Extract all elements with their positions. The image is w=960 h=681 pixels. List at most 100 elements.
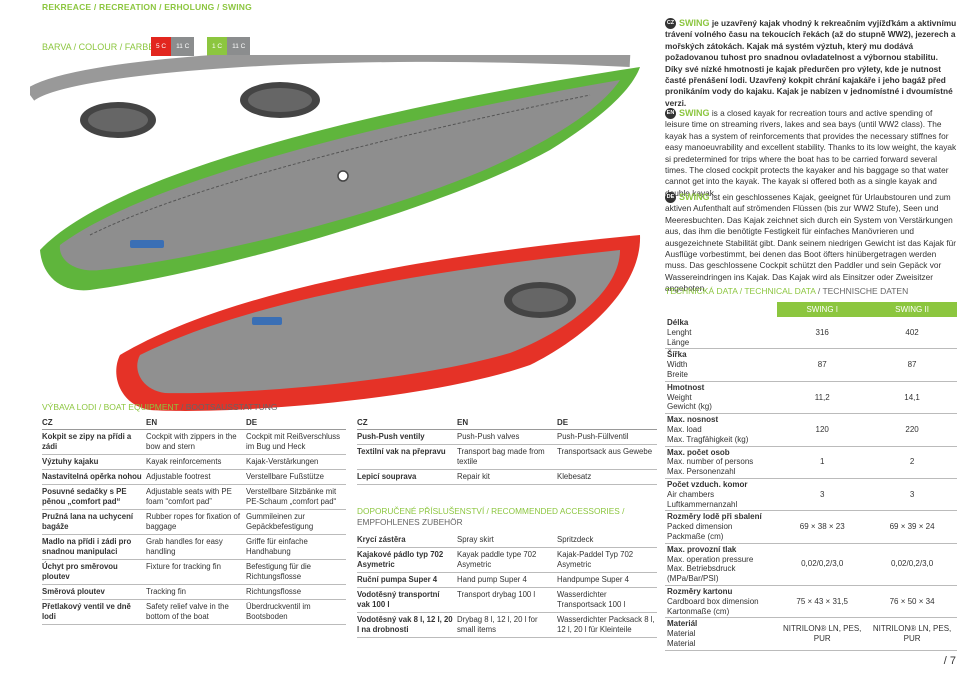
tech-value-swing-1: 120	[777, 413, 868, 447]
item-de: Push-Push-Füllventil	[557, 429, 657, 445]
tech-label-l3: Max. Betriebsdruck (MPa/Bar/PSI)	[667, 564, 736, 584]
item-en: Tracking fin	[146, 584, 246, 600]
col-cz-2: CZ	[357, 416, 457, 430]
tech-label-l1: Max. nosnost	[667, 415, 719, 425]
item-de: Richtungsflosse	[246, 584, 346, 600]
tech-value-swing-2: 76 × 50 × 34	[867, 585, 957, 619]
item-cz: Textilní vak na přepravu	[357, 444, 457, 470]
item-de: Gummileinen zur Gepäckbefestigung	[246, 509, 346, 535]
tech-label-l3: Packmaße (cm)	[667, 531, 724, 541]
item-en: Hand pump Super 4	[457, 572, 557, 588]
tech-title-main: TECHNICKÁ DATA / TECHNICAL DATA	[665, 286, 816, 296]
tech-label-l1: Počet vzduch. komor	[667, 479, 748, 489]
item-cz: Kajakové pádlo typ 702 Asymetric	[357, 547, 457, 573]
item-cz: Krycí zástěra	[357, 533, 457, 548]
item-en: Adjustable footrest	[146, 469, 246, 485]
item-cz: Nastavitelná opěrka nohou	[42, 469, 146, 485]
item-cz: Push-Push ventily	[357, 429, 457, 445]
tech-label-l1: Hmotnost	[667, 382, 705, 392]
item-cz: Přetlakový ventil ve dně lodi	[42, 599, 146, 625]
item-de: Wasserdichter Packsack 8 l, 12 l, 20 l f…	[557, 612, 657, 638]
item-en: Spray skirt	[457, 533, 557, 548]
tech-label-l1: Max. provozní tlak	[667, 544, 737, 554]
de-badge: DE	[665, 192, 676, 204]
col-cz: CZ	[42, 416, 146, 430]
tech-label-l1: Rozměry lodě při sbalení	[667, 512, 762, 522]
tech-value-swing-2: 2	[867, 446, 957, 479]
accessory-row: Vodotěsný vak 8 l, 12 l, 20 l na drobnos…	[357, 612, 657, 638]
tech-data-title: TECHNICKÁ DATA / TECHNICAL DATA / TECHNI…	[665, 286, 908, 296]
tech-label-l1: Délka	[667, 318, 689, 327]
swatch-grey-code-2: 11 C	[227, 37, 251, 56]
item-de: Wasserdichter Transportsack 100 l	[557, 587, 657, 613]
accessories-title-main: DOPORUČENÉ PŘÍSLUŠENSTVÍ / RECOMMENDED A…	[357, 506, 625, 516]
item-cz: Vodotěsný vak 8 l, 12 l, 20 l na drobnos…	[357, 612, 457, 638]
tech-value-swing-1: 316	[777, 317, 868, 350]
tech-label-l3: Luftkammernanzahl	[667, 499, 738, 509]
accessories-title-de: EMPFOHLENES ZUBEHÖR	[357, 516, 463, 527]
item-cz: Ruční pumpa Super 4	[357, 572, 457, 588]
swatch-red-code: 5 C	[151, 37, 172, 56]
item-en: Transport bag made from textile	[457, 444, 557, 470]
tech-label-l2: Lenght	[667, 327, 692, 337]
tech-value-swing-1: NITRILON® LN, PES, PUR	[777, 617, 868, 651]
item-cz: Úchyt pro směrovou ploutev	[42, 559, 146, 585]
col-de-2: DE	[557, 416, 657, 430]
tech-value-swing-1: 87	[777, 348, 868, 382]
de-product-name: SWING	[679, 192, 710, 202]
item-de: Cockpit mit Reißverschluss im Bug und He…	[246, 429, 346, 455]
tech-label-l1: Šířka	[667, 350, 687, 360]
item-de: Kajak-Paddel Typ 702 Asymetric	[557, 547, 657, 573]
en-badge: EN	[665, 108, 676, 120]
equipment-row: Posuvné sedačky s PE pěnou „comfort pad“…	[42, 484, 346, 510]
swatch-green-code: 1 C	[207, 37, 228, 56]
kayak-illustration	[30, 55, 641, 411]
tech-label-l2: Cardboard box dimension	[667, 596, 759, 606]
item-en: Repair kit	[457, 469, 557, 485]
tech-label-l2: Air chambers	[667, 489, 715, 499]
tech-label-l3: Max. Tragfähigkeit (kg)	[667, 434, 749, 444]
item-en: Grab handles for easy handling	[146, 534, 246, 560]
tech-label-l3: Max. Personenzahl	[667, 467, 736, 477]
item-cz: Posuvné sedačky s PE pěnou „comfort pad“	[42, 484, 146, 510]
item-cz: Kokpit se zipy na přídi a zádi	[42, 429, 146, 455]
tech-label-l2: Max. load	[667, 424, 702, 434]
swatch-grey-code: 11 C	[171, 37, 195, 56]
item-de: Spritzdeck	[557, 533, 657, 548]
item-cz: Vodotěsný transportní vak 100 l	[357, 587, 457, 613]
tech-value-swing-2: 87	[867, 348, 957, 382]
equipment-title-main: VÝBAVA LODI / BOAT EQUIPMENT	[42, 402, 179, 412]
en-product-name: SWING	[679, 108, 710, 118]
item-cz: Pružná lana na uchycení bagáže	[42, 509, 146, 535]
cz-product-name: SWING	[679, 18, 710, 28]
col-en: EN	[146, 416, 246, 430]
tech-label-l1: Materiál	[667, 619, 698, 629]
tech-value-swing-2: 0,02/0,2/3,0	[867, 543, 957, 586]
item-cz: Výztuhy kajaku	[42, 454, 146, 470]
tech-value-swing-1: 0,02/0,2/3,0	[777, 543, 868, 586]
